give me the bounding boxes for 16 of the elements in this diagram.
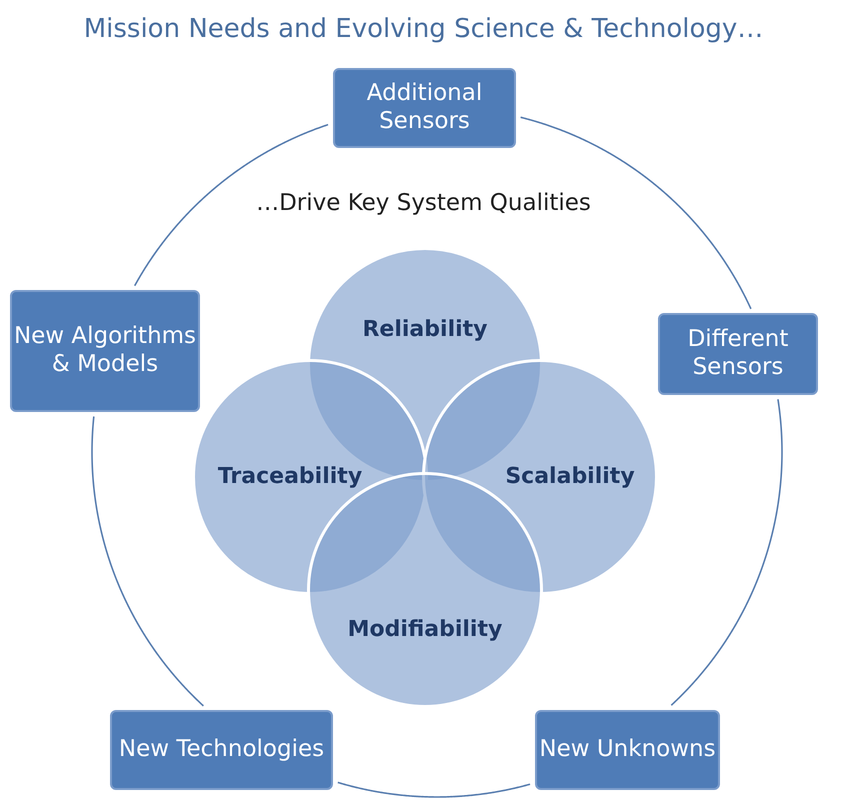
driver-box: New Unknowns [535, 710, 720, 790]
title: Mission Needs and Evolving Science & Technology… [82, 14, 764, 44]
connector-arc [520, 116, 752, 310]
driver-box: New Algorithms & Models [10, 290, 200, 412]
connector-arc [91, 416, 204, 706]
connector-arc [338, 782, 530, 798]
connector-arc [670, 399, 783, 706]
driver-box: Additional Sensors [333, 68, 516, 148]
driver-box: Different Sensors [658, 313, 818, 395]
driver-box: New Technologies [110, 710, 333, 790]
circle-label: Scalability [505, 464, 635, 489]
circle-label: Traceability [218, 464, 362, 489]
connector-arc [134, 124, 328, 286]
circle-label: Reliability [362, 317, 488, 342]
subtitle: …Drive Key System Qualities [255, 190, 592, 216]
circle-label: Modifiability [348, 617, 502, 642]
